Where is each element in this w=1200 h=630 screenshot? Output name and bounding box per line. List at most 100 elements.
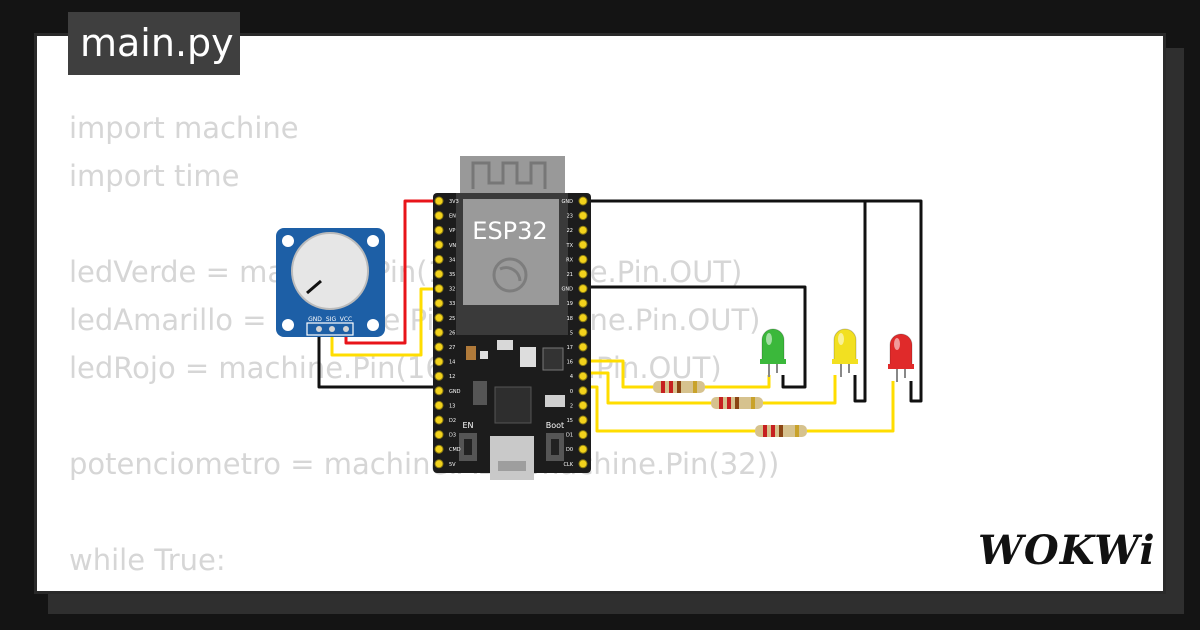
wire-led-yellow	[583, 371, 711, 405]
pin-13[interactable]	[434, 400, 444, 410]
pin-label: 12	[449, 374, 455, 380]
pin-label: 33	[449, 301, 455, 307]
pin-12[interactable]	[434, 371, 444, 381]
pin-label: D3	[449, 433, 456, 439]
pin-en[interactable]	[434, 211, 444, 221]
code-line: while True:	[69, 543, 226, 577]
pin-vn[interactable]	[434, 240, 444, 250]
resistor-yellow	[711, 397, 763, 409]
pin-label: 22	[567, 228, 573, 234]
pin-label: 16	[567, 360, 573, 366]
pin-cmd[interactable]	[434, 444, 444, 454]
pin-19[interactable]	[578, 298, 588, 308]
wire-led-green2	[705, 375, 771, 389]
wire-gnd-yellowled	[853, 201, 867, 403]
potentiometer[interactable]: GND SIG VCC	[276, 228, 385, 337]
wire-gnd-black	[317, 325, 439, 389]
pin-22[interactable]	[578, 225, 588, 235]
pin-clk[interactable]	[578, 459, 588, 469]
pin-d1[interactable]	[578, 430, 588, 440]
left-pin-header: 3V3ENVPVN343532332526271412GND13D2D3CMD5…	[434, 196, 461, 469]
pin-d0[interactable]	[578, 444, 588, 454]
esp32-board[interactable]: ESP32 EN Boot 3V3ENVPVN34353233252627141…	[433, 156, 591, 480]
pin-3v3[interactable]	[434, 196, 444, 206]
pin-2[interactable]	[578, 400, 588, 410]
code-line: import time	[69, 159, 240, 193]
pin-5v[interactable]	[434, 459, 444, 469]
pin-label: 4	[570, 374, 573, 380]
pin-14[interactable]	[434, 357, 444, 367]
pin-16[interactable]	[578, 357, 588, 367]
pin-label: 35	[449, 272, 455, 278]
pin-label: 15	[567, 418, 573, 424]
chip-label: ESP32	[472, 217, 547, 245]
wire-gnd-right	[583, 199, 923, 403]
pin-25[interactable]	[434, 313, 444, 323]
pin-4[interactable]	[578, 371, 588, 381]
pin-label: 19	[567, 301, 573, 307]
pin-label: 3V3	[449, 199, 459, 205]
pin-d3[interactable]	[434, 430, 444, 440]
pin-label: D1	[566, 433, 573, 439]
resistor-green	[653, 381, 705, 393]
pot-pin-label: VCC	[340, 316, 352, 323]
potentiometer-knob[interactable]	[291, 232, 369, 310]
pin-33[interactable]	[434, 298, 444, 308]
pin-27[interactable]	[434, 342, 444, 352]
pin-21[interactable]	[578, 269, 588, 279]
pin-17[interactable]	[578, 342, 588, 352]
pot-pin-label: GND	[308, 316, 322, 323]
pin-label: 18	[567, 316, 573, 322]
pot-pin-label: SIG	[326, 316, 337, 323]
file-tab: main.py	[68, 12, 240, 75]
pin-label: 26	[449, 330, 455, 336]
led-red[interactable]	[888, 333, 914, 382]
pin-18[interactable]	[578, 313, 588, 323]
pin-35[interactable]	[434, 269, 444, 279]
pin-label: GND	[562, 199, 574, 205]
pin-gnd[interactable]	[434, 386, 444, 396]
code-line: import machine	[69, 111, 299, 145]
pin-label: 2	[570, 403, 573, 409]
pin-label: EN	[449, 214, 456, 220]
pin-rx[interactable]	[578, 254, 588, 264]
pin-15[interactable]	[578, 415, 588, 425]
pin-vp[interactable]	[434, 225, 444, 235]
boot-label: Boot	[546, 421, 564, 430]
pin-34[interactable]	[434, 254, 444, 264]
led-yellow[interactable]	[832, 328, 858, 377]
resistor-red	[755, 425, 807, 437]
pin-tx[interactable]	[578, 240, 588, 250]
pin-label: VP	[449, 228, 455, 234]
pin-label: 32	[449, 287, 455, 293]
pin-0[interactable]	[578, 386, 588, 396]
pin-26[interactable]	[434, 327, 444, 337]
wire-sig-yellow	[330, 287, 439, 357]
pin-label: 13	[449, 403, 455, 409]
led-green[interactable]	[760, 328, 786, 377]
espressif-logo-icon	[492, 257, 528, 293]
wire-gnd-greenled	[583, 285, 807, 389]
wire-led-red2	[807, 381, 895, 433]
pin-d2[interactable]	[434, 415, 444, 425]
pin-label: TX	[566, 243, 574, 249]
pin-32[interactable]	[434, 284, 444, 294]
wires	[317, 199, 923, 433]
wokwi-logo-text: WOKWi	[978, 527, 1156, 574]
pin-label: 34	[449, 257, 455, 263]
en-label: EN	[462, 421, 473, 430]
pin-gnd[interactable]	[578, 196, 588, 206]
wire-led-green	[583, 359, 653, 389]
pin-label: 0	[570, 389, 573, 395]
pin-label: 14	[449, 360, 455, 366]
pin-5[interactable]	[578, 327, 588, 337]
pin-label: 25	[449, 316, 455, 322]
pin-gnd[interactable]	[578, 284, 588, 294]
pin-label: 5V	[449, 462, 456, 468]
pin-label: 27	[449, 345, 455, 351]
wire-led-yellow2	[763, 375, 837, 405]
pin-label: CLK	[563, 462, 573, 468]
pin-23[interactable]	[578, 211, 588, 221]
